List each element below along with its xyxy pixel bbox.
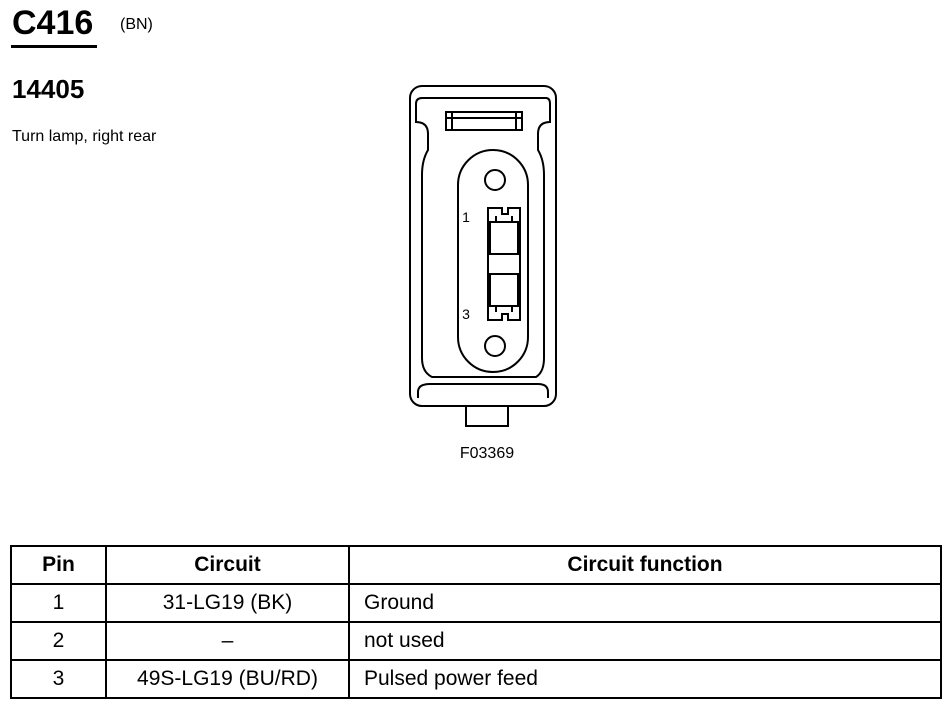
circuit-cell: – (105, 621, 350, 661)
column-header-circuit-function: Circuit function (348, 545, 942, 585)
table-row: 3 49S-LG19 (BU/RD) Pulsed power feed (10, 659, 942, 699)
column-header-pin: Pin (10, 545, 107, 585)
terminal-cavity (457, 149, 529, 373)
component-name: Turn lamp, right rear (12, 128, 157, 145)
pin-table: Pin Circuit Circuit function 1 31-LG19 (… (10, 545, 942, 699)
connector-key-tab (465, 405, 509, 427)
circuit-cell: 49S-LG19 (BU/RD) (105, 659, 350, 699)
connector-id: C416 (12, 4, 94, 42)
connector-diagram: 1 3 (409, 85, 557, 427)
column-header-circuit: Circuit (105, 545, 350, 585)
connector-bottom-contour (417, 383, 549, 398)
terminal-channel (487, 207, 521, 321)
circuit-function-cell: Pulsed power feed (348, 659, 942, 699)
connector-latch (445, 111, 523, 131)
table-row: 2 – not used (10, 621, 942, 661)
connector-housing-inner (415, 97, 551, 378)
circuit-function-cell: Ground (348, 583, 942, 623)
mounting-hole-bottom (484, 335, 506, 357)
mounting-hole-top (484, 169, 506, 191)
pin-cell: 1 (10, 583, 107, 623)
table-header-row: Pin Circuit Circuit function (10, 545, 942, 585)
connector-housing-outer (409, 85, 557, 407)
circuit-function-cell: not used (348, 621, 942, 661)
terminal-pin-1 (489, 221, 519, 255)
pin-label-1: 1 (462, 209, 470, 225)
connector-color: (BN) (120, 16, 153, 33)
part-number: 14405 (12, 74, 85, 104)
figure-code: F03369 (459, 445, 515, 462)
pin-cell: 3 (10, 659, 107, 699)
circuit-cell: 31-LG19 (BK) (105, 583, 350, 623)
table-row: 1 31-LG19 (BK) Ground (10, 583, 942, 623)
connector-id-underline (11, 45, 97, 48)
terminal-pin-3 (489, 273, 519, 307)
pin-cell: 2 (10, 621, 107, 661)
pin-label-3: 3 (462, 306, 470, 322)
